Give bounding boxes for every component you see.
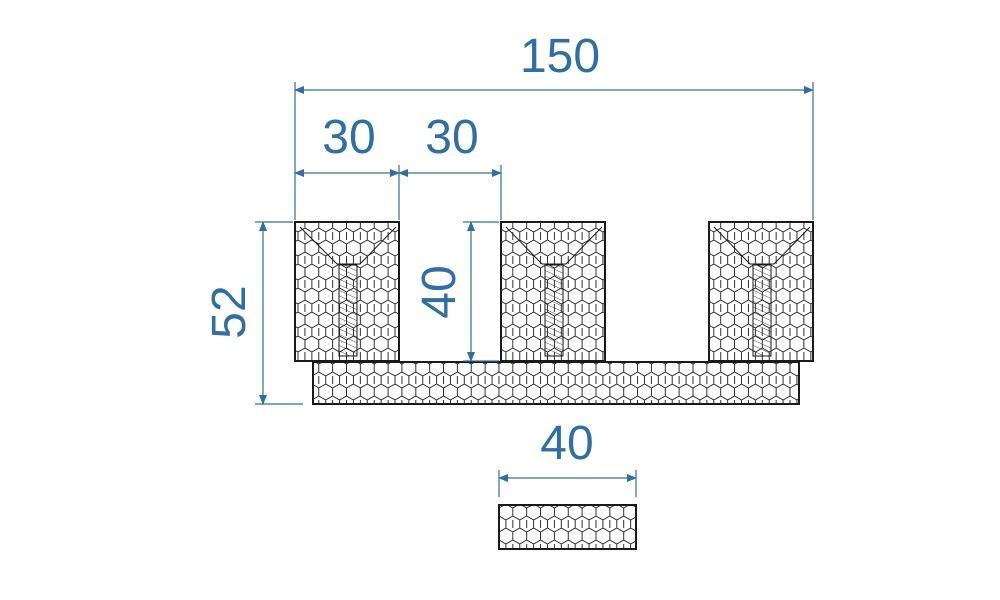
base-plate	[312, 361, 800, 405]
tooth-middle	[500, 221, 606, 362]
label-strip-width: 40	[540, 417, 593, 470]
tooth-middle-insert	[544, 264, 564, 357]
label-overall-height: 52	[203, 285, 256, 338]
tooth-right	[708, 221, 814, 362]
tooth-right-countersink	[713, 226, 811, 265]
label-gap-width: 30	[425, 111, 478, 164]
separate-strip	[498, 504, 637, 550]
tooth-left-insert	[338, 264, 358, 357]
dimension-gap-width: 30	[398, 111, 502, 220]
dimension-tooth-height: 40	[413, 221, 499, 362]
label-tooth-width: 30	[322, 111, 375, 164]
label-tooth-height: 40	[413, 265, 466, 318]
dimension-tooth-width: 30	[294, 111, 400, 220]
tooth-right-insert	[752, 264, 772, 357]
dimension-overall-width: 150	[294, 30, 814, 220]
tooth-middle-countersink	[505, 226, 603, 265]
label-overall-width: 150	[520, 30, 600, 83]
dimension-overall-height: 52	[203, 221, 303, 405]
tooth-left	[294, 221, 400, 362]
dimension-strip-width: 40	[498, 417, 637, 497]
tooth-left-countersink	[299, 226, 397, 265]
